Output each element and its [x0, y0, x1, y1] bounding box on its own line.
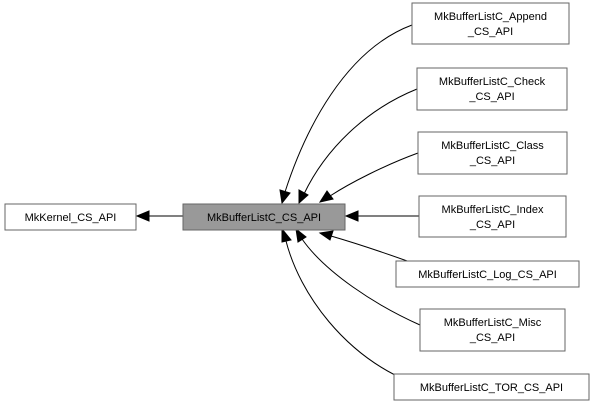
node-label: MkBufferListC_Class — [441, 140, 544, 152]
edge-line — [329, 152, 419, 197]
edge-main-to-kernel — [135, 210, 183, 222]
edge-index-to-main — [344, 210, 419, 222]
node-label: MkBufferListC_Append — [434, 11, 547, 23]
edge-line — [303, 88, 418, 195]
arrowhead — [281, 227, 292, 243]
arrowhead — [298, 189, 309, 205]
node-label: _CS_API — [468, 91, 514, 103]
node-label: MkBufferListC_Check — [439, 76, 546, 88]
edge-check-to-main — [298, 88, 418, 205]
arrowhead — [279, 189, 291, 205]
edge-class-to-main — [318, 152, 419, 203]
node-label: MkBufferListC_Log_CS_API — [418, 269, 557, 281]
node-label: _CS_API — [469, 332, 515, 344]
node-label: MkBufferListC_Misc — [444, 317, 542, 329]
arrowhead — [318, 190, 334, 203]
edge-line — [330, 235, 411, 263]
node-label: MkBufferListC_Index — [442, 204, 544, 216]
node-label: _CS_API — [467, 26, 513, 38]
arrowhead — [135, 210, 150, 222]
edge-line — [284, 24, 413, 193]
edge-misc-to-main — [295, 227, 421, 326]
node-index[interactable]: MkBufferListC_Index _CS_API — [418, 195, 567, 238]
node-label: _CS_API — [469, 219, 515, 231]
node-kernel[interactable]: MkKernel_CS_API — [4, 203, 137, 231]
edge-log-to-main — [318, 230, 411, 263]
node-misc[interactable]: MkBufferListC_Misc _CS_API — [419, 308, 566, 352]
node-label: MkBufferListC_CS_API — [207, 212, 321, 224]
arrowhead — [318, 230, 334, 241]
edge-append-to-main — [279, 24, 413, 205]
node-tor[interactable]: MkBufferListC_TOR_CS_API — [393, 373, 590, 401]
node-current-group: MkBufferListC_CS_API — [182, 203, 346, 231]
node-check[interactable]: MkBufferListC_Check _CS_API — [416, 67, 568, 111]
node-append[interactable]: MkBufferListC_Append _CS_API — [411, 2, 570, 45]
edge-line — [285, 240, 411, 383]
node-log[interactable]: MkBufferListC_Log_CS_API — [395, 260, 580, 288]
edge-line — [301, 238, 421, 326]
arrowhead — [295, 227, 307, 243]
node-label: _CS_API — [469, 155, 515, 167]
node-label: MkBufferListC_TOR_CS_API — [420, 382, 563, 394]
arrowhead — [344, 210, 359, 222]
node-class[interactable]: MkBufferListC_Class _CS_API — [417, 131, 568, 175]
node-label: MkKernel_CS_API — [25, 212, 117, 224]
edge-tor-to-main — [281, 227, 411, 383]
